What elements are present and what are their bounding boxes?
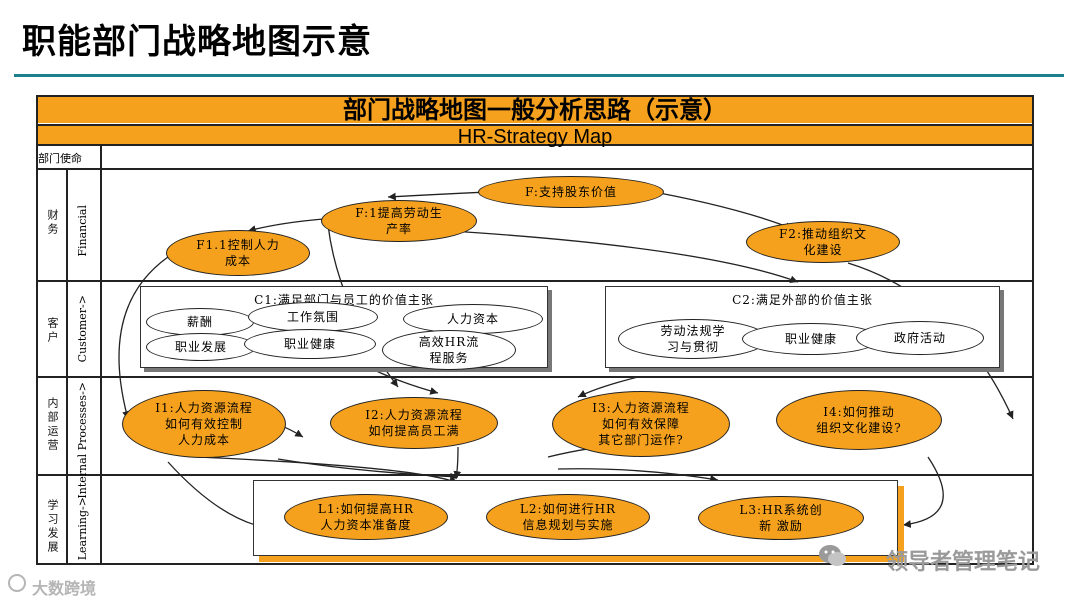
page-title: 职能部门战略地图示意 (22, 22, 372, 62)
map-subheading: HR-Strategy Map (38, 124, 1032, 148)
grid-line (38, 168, 1032, 170)
node-i2: I2:人力资源流程 如何提高员工满 (330, 397, 498, 449)
grid-line (66, 168, 68, 563)
c1-item: 职业发展 (146, 333, 256, 361)
node-i4: I4:如何推动 组织文化建设? (776, 390, 942, 450)
mission-label: 部门使命 (38, 152, 82, 165)
node-i1: I1:人力资源流程 如何有效控制 人力成本 (122, 390, 286, 458)
row-label-customer: 客户 (46, 317, 59, 345)
node-f2: F2:推动组织文 化建设 (746, 221, 900, 263)
connector-arrows (118, 188, 1014, 530)
bottom-watermark: 大数跨境 (32, 579, 97, 598)
node-f1: F:1提高劳动生 产率 (321, 200, 477, 242)
node-l3: L3:HR系统创 新 激励 (698, 496, 864, 540)
c1-item: 高效HR流 程服务 (382, 330, 516, 370)
watermark-text: 领导者管理笔记 (885, 550, 1040, 575)
wechat-icon (819, 545, 846, 566)
c1-item: 人力资本 (403, 304, 543, 334)
c1-item: 薪酬 (146, 308, 254, 336)
logo-icon (8, 574, 26, 592)
c2-item: 政府活动 (856, 321, 984, 355)
node-f: F:支持股东价值 (478, 176, 664, 208)
grid-line (38, 280, 1032, 282)
c2-title: C2:满足外部的价值主张 (732, 293, 873, 307)
row-label-internal: 内部运营 (46, 397, 59, 453)
row-label-learning: 学习发展 (46, 499, 59, 555)
node-l1: L1:如何提高HR 人力资本准备度 (284, 494, 448, 540)
strategy-map-frame: 部门战略地图一般分析思路（示意） HR-Strategy Map 部门使命 财务… (36, 95, 1034, 565)
c1-item: 工作氛围 (248, 302, 378, 332)
grid-line (38, 474, 1032, 476)
node-i3: I3:人力资源流程 如何有效保障 其它部门运作? (552, 391, 730, 457)
grid-line (38, 376, 1032, 378)
title-divider (14, 74, 1064, 77)
map-heading: 部门战略地图一般分析思路（示意） (38, 97, 1032, 123)
node-l2: L2:如何进行HR 信息规划与实施 (486, 494, 650, 540)
grid-line (100, 146, 102, 563)
node-f11: F1.1控制人力 成本 (166, 230, 310, 276)
row-label-financial: 财务 (46, 209, 59, 237)
c1-item: 职业健康 (244, 329, 376, 359)
